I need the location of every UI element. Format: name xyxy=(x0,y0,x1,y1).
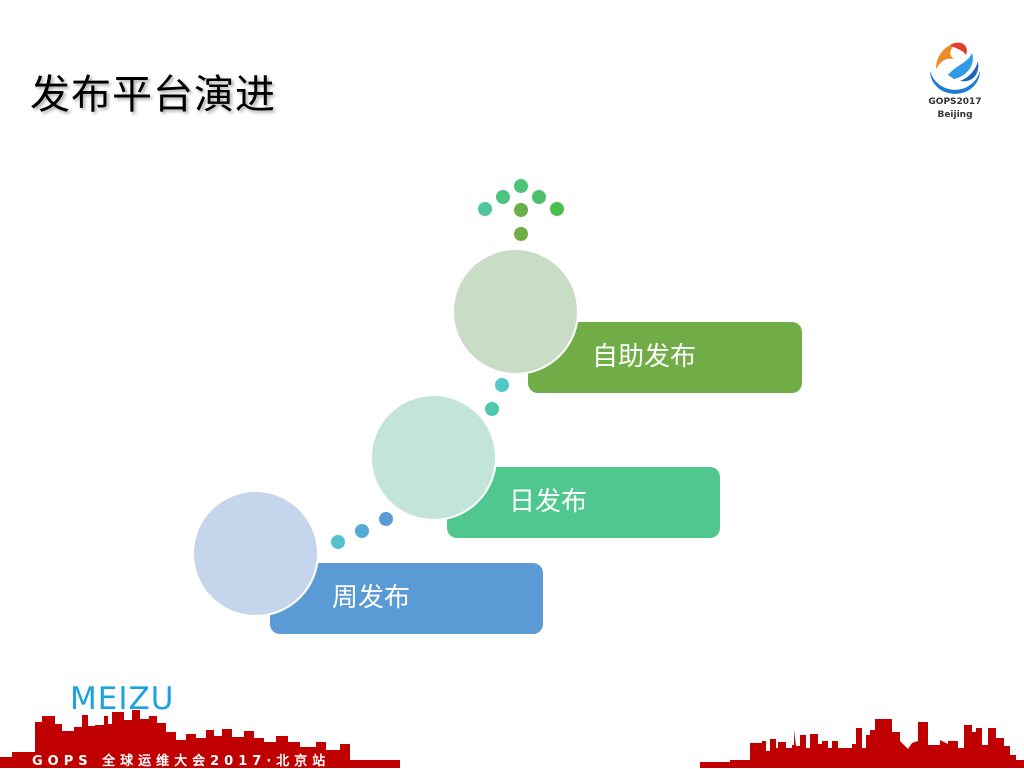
arrow-dot xyxy=(514,227,528,241)
step-box-weekly: 周发布 xyxy=(270,563,543,634)
step-label: 日发布 xyxy=(509,487,588,517)
step-circle-weekly xyxy=(192,490,319,617)
step-box-self-service: 自助发布 xyxy=(528,322,802,393)
step-circle-self-service xyxy=(452,248,579,375)
gops-flame-icon xyxy=(930,42,980,94)
arrow-dot xyxy=(496,190,510,204)
arrow-dot xyxy=(550,202,564,216)
connector-dot xyxy=(355,524,369,538)
arrow-dot xyxy=(532,190,546,204)
page-title: 发布平台演进 xyxy=(30,72,276,118)
gops-logo: GOPS2017 Beijing xyxy=(920,35,990,125)
arrow-dot xyxy=(514,203,528,217)
connector-dot xyxy=(495,378,509,392)
logo-city: Beijing xyxy=(937,110,973,120)
step-label: 自助发布 xyxy=(592,342,697,372)
arrow-dot xyxy=(478,202,492,216)
step-label: 周发布 xyxy=(332,583,411,613)
step-circle-daily xyxy=(370,394,497,521)
meizu-logo: MEIZU xyxy=(70,681,175,717)
connector-dot xyxy=(379,512,393,526)
arrow-dot xyxy=(514,179,528,193)
connector-dot xyxy=(331,535,345,549)
connector-dot xyxy=(485,402,499,416)
logo-name: GOPS2017 xyxy=(928,97,982,107)
conference-banner-text: GOPS 全球运维大会2017·北京站 xyxy=(32,754,331,769)
